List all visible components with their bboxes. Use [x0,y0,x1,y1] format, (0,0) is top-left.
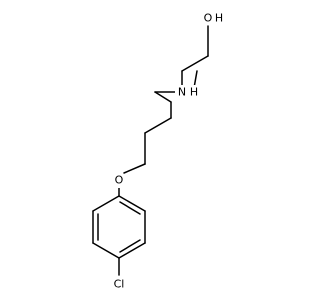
ring-bond-bottom-left [92,242,120,259]
ring-bond-top-right-inner [119,201,141,215]
c2-c3-bond [144,117,172,134]
amine-atom: N H [175,85,201,99]
structure-diagram: Cl O N H O H [92,11,227,291]
ether-oxygen-atom: O [113,174,125,188]
ether-oxygen-label: O [115,174,124,187]
c4-c5-bond [154,91,172,103]
c7-c8-bond [181,55,209,72]
atom-labels: Cl O N H O H [110,11,227,291]
hydroxyl-o-label: O [204,12,213,25]
o-c1-bond [123,163,146,174]
ring-bond-top-left [92,195,120,212]
hydroxyl-h-label: H [215,12,223,25]
ring-bond-top-right-outer [118,195,146,212]
amine-h-label: H [190,86,198,99]
ring-bond-bottom-right-outer [118,242,146,259]
chlorine-atom: Cl [110,276,128,291]
bonds [92,25,209,276]
amine-n-label: N [178,86,186,99]
chlorine-label: Cl [114,278,125,291]
ring-bond-bottom-right-inner [119,239,141,253]
hydroxyl-group: O H [201,11,227,25]
